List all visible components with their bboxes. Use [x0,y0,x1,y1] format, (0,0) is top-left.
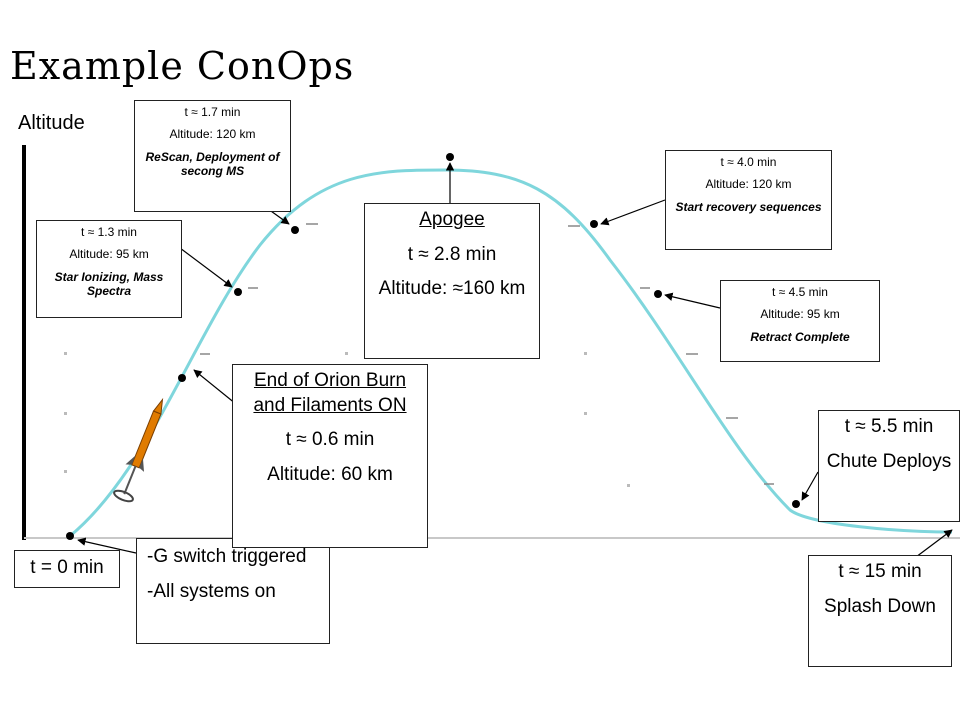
recovery-altitude: Altitude: 120 km [705,177,792,192]
ionizing-point [234,288,242,296]
chute-point [792,500,800,508]
recovery-time: t ≈ 4.0 min [720,155,777,169]
recovery-event: Start recovery sequences [675,199,822,214]
retract-event: Retract Complete [750,329,850,344]
splash-event: Splash Down [824,595,936,617]
gswitch-line1: -G switch triggered [147,546,307,567]
apogee-point [446,153,454,161]
ionizing-altitude: Altitude: 95 km [69,247,149,262]
orion-box: End of Orion Burn and Filaments ON t ≈ 0… [232,364,428,548]
rocket-icon [113,397,164,503]
apogee-box: Apogee t ≈ 2.8 min Altitude: ≈160 km [364,203,540,359]
rescan-point [291,226,299,234]
retract-time: t ≈ 4.5 min [772,285,828,299]
recovery-box: t ≈ 4.0 min Altitude: 120 km Start recov… [665,150,832,250]
chute-event: Chute Deploys [826,450,952,472]
splash-box: t ≈ 15 min Splash Down [808,555,952,667]
rescan-event: ReScan, Deployment of secong MS [145,149,280,179]
orion-title: End of Orion Burn and Filaments ON [253,370,407,416]
rescan-box: t ≈ 1.7 min Altitude: 120 km ReScan, Dep… [134,100,291,212]
page-title: Example ConOps [10,44,355,88]
recovery-point [590,220,598,228]
event-points [66,153,800,540]
splash-time: t ≈ 15 min [838,561,922,582]
retract-box: t ≈ 4.5 min Altitude: 95 km Retract Comp… [720,280,880,362]
gswitch-box: -G switch triggered -All systems on [136,538,330,644]
orion-point [178,374,186,382]
launch-box: t = 0 min [14,550,120,588]
ionizing-box: t ≈ 1.3 min Altitude: 95 km Star Ionizin… [36,220,182,318]
launch-point [66,532,74,540]
ionizing-event: Star Ionizing, Mass Spectra [54,269,164,299]
rescan-time: t ≈ 1.7 min [184,105,241,119]
trajectory-curve [69,168,953,538]
apogee-title: Apogee [419,209,485,230]
retract-point [654,290,662,298]
orion-altitude: Altitude: 60 km [267,464,393,486]
retract-altitude: Altitude: 95 km [760,307,840,322]
apogee-time: t ≈ 2.8 min [407,243,497,265]
chute-box: t ≈ 5.5 min Chute Deploys [818,410,960,522]
gswitch-line2: -All systems on [147,580,276,602]
launch-time: t = 0 min [30,557,104,578]
trajectory-ticks [200,223,774,485]
apogee-altitude: Altitude: ≈160 km [378,278,526,300]
chute-time: t ≈ 5.5 min [844,416,934,437]
ionizing-time: t ≈ 1.3 min [81,225,137,239]
orion-time: t ≈ 0.6 min [285,429,375,451]
rescan-altitude: Altitude: 120 km [169,127,256,142]
altitude-axis-label: Altitude [18,112,85,134]
